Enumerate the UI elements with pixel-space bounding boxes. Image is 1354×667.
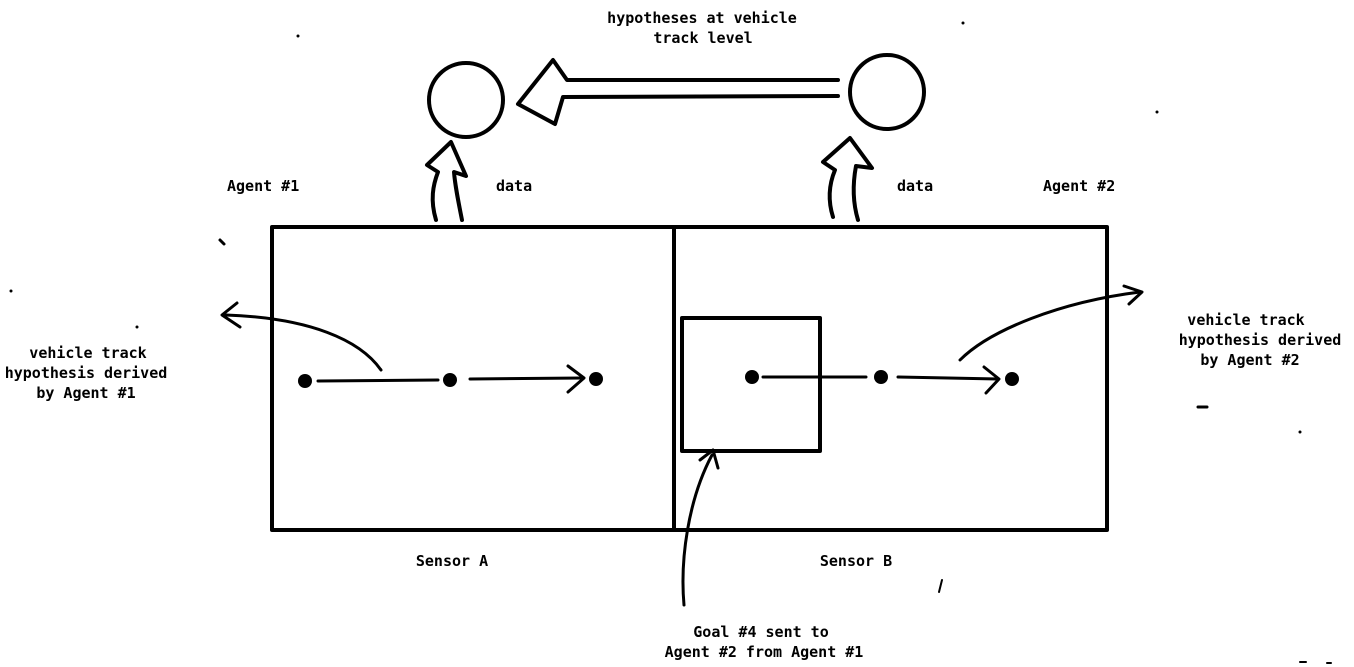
data-arrow-left [425,140,468,222]
right-hypothesis-label-line1: vehicle track [1187,311,1304,329]
track-a-segment-2 [468,376,585,381]
left-hypothesis-label-line2: hypothesis derived [5,364,168,382]
left-hypothesis-label-line1: vehicle track [29,344,146,362]
track-b-point-2 [874,370,888,384]
sensor-b-region [672,225,1109,532]
right-hypothesis-label-line3: by Agent #2 [1200,351,1299,369]
scan-speck [1155,110,1159,114]
track-a-point-1 [298,374,312,388]
goal-label-line1: Goal #4 sent to [693,623,828,641]
scan-speck [1298,430,1302,434]
scan-speck [9,289,13,293]
agent2-label: Agent #2 [1043,177,1115,195]
agent2-node [848,53,926,131]
goal-pointer [681,453,714,607]
left-hypothesis-pointer [224,313,383,372]
track-a-arrowhead [566,364,586,394]
scan-speck [135,325,139,329]
left-hypothesis-pointer-head [220,301,242,329]
track-a-segment-1 [316,378,440,383]
goal-pointer-head [698,448,720,470]
scan-speck [296,34,300,38]
top-hypotheses-label-line2: track level [653,29,752,47]
goal-label-line2: Agent #2 from Agent #1 [665,643,864,661]
track-b-point-1 [745,370,759,384]
track-b-point-3 [1005,372,1019,386]
right-hypothesis-pointer-head [1122,284,1144,306]
right-hypothesis-pointer [958,290,1142,362]
data-label-right: data [897,177,933,195]
agent1-label: Agent #1 [227,177,299,195]
top-hypotheses-label-line1: hypotheses at vehicle [607,9,797,27]
left-hypothesis-label-line3: by Agent #1 [36,384,135,402]
data-arrow-right [821,136,874,222]
sensor-a-label: Sensor A [416,552,488,570]
goal-region [680,316,822,453]
scan-speck [961,21,965,25]
agent1-node [427,61,505,139]
track-b-segment-2 [896,375,1000,381]
scan-speck [218,238,226,246]
track-a-point-2 [443,373,457,387]
scan-speck [938,579,943,593]
sensor-b-label: Sensor B [820,552,892,570]
track-a-point-3 [589,372,603,386]
hypothesis-transfer-arrow [516,58,840,126]
data-label-left: data [496,177,532,195]
track-b-arrowhead [982,365,1001,395]
right-hypothesis-label-line2: hypothesis derived [1179,331,1342,349]
